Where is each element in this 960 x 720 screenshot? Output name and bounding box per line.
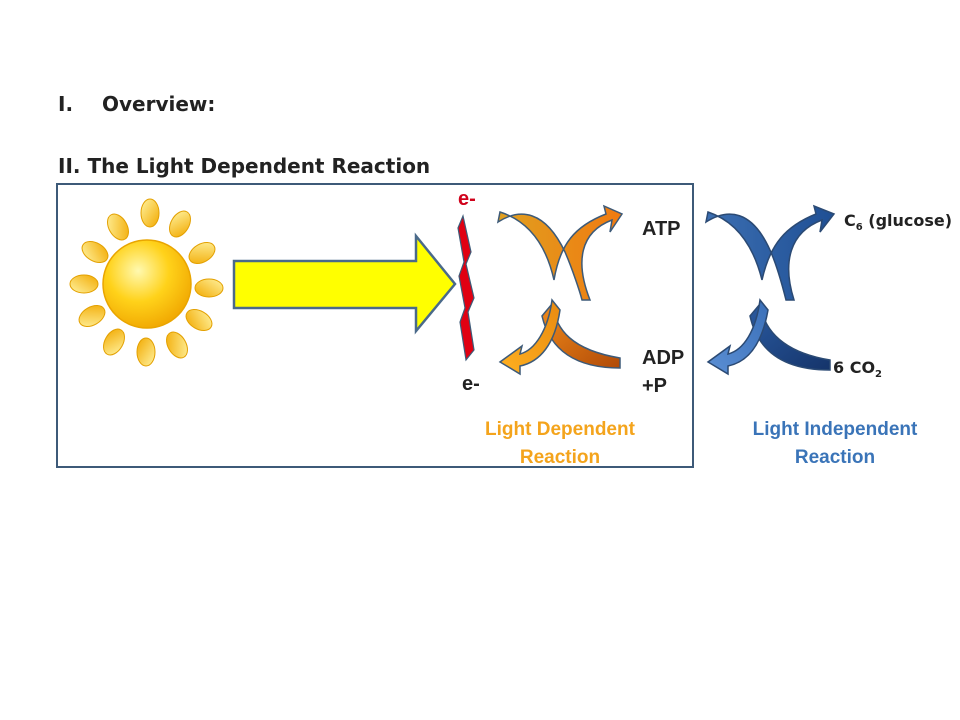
electron-label-bottom: e- xyxy=(462,373,480,395)
caption-light-dependent-line2: Reaction xyxy=(519,447,601,468)
glucose-prefix: C xyxy=(844,211,856,230)
light-independent-cycle xyxy=(704,204,836,376)
caption-light-dependent-line1: Light Dependent xyxy=(485,419,635,440)
electron-bolt xyxy=(457,214,475,362)
glucose-suffix: (glucose) xyxy=(862,211,953,230)
sun-icon xyxy=(69,198,224,367)
electron-return-arrow xyxy=(498,298,561,376)
atp-label: ATP xyxy=(642,218,681,240)
co2-prefix: 6 CO xyxy=(833,358,876,377)
calvin-return-arrow xyxy=(706,298,769,376)
heading-overview: I. Overview: xyxy=(58,92,215,116)
caption-light-independent-line2: Reaction xyxy=(794,447,876,468)
light-dependent-frame xyxy=(56,183,694,468)
co2-label: 6 CO2 xyxy=(833,358,883,380)
light-dependent-cycle xyxy=(496,204,624,376)
glucose-subscript: 6 xyxy=(855,222,863,233)
heading-overview-text: Overview: xyxy=(102,92,216,116)
adp-label-line1: ADP xyxy=(642,347,685,369)
glucose-arrow xyxy=(704,204,836,301)
heading-light-dependent-reaction: II. The Light Dependent Reaction xyxy=(58,154,431,178)
atp-arrow xyxy=(496,204,624,301)
adp-label-line2: +P xyxy=(642,375,668,397)
light-arrow xyxy=(232,232,457,335)
glucose-label: C6 (glucose) xyxy=(844,211,953,233)
heading-number: I. xyxy=(58,92,74,116)
co2-subscript: 2 xyxy=(875,369,883,380)
adp-label: ADP +P xyxy=(642,344,684,400)
caption-light-independent-line1: Light Independent xyxy=(752,419,918,440)
electron-label-top: e- xyxy=(458,188,476,210)
